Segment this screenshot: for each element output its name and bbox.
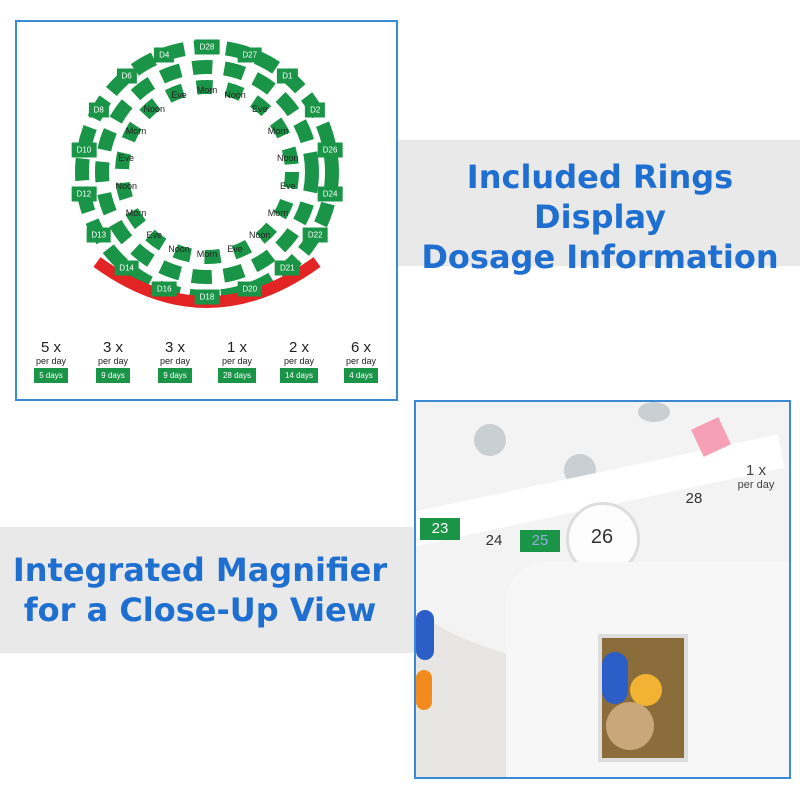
- lid-dot: [638, 402, 670, 422]
- magnifier-headline-line2: for a Close-Up View: [23, 591, 377, 629]
- ring-inner: [115, 80, 299, 264]
- ring-label-five: 5 x per day 5 days: [25, 340, 77, 383]
- day-tag: D4: [154, 47, 175, 63]
- rings-headline-line1: Included Rings Display: [466, 158, 734, 236]
- rings-headline: Included Rings Display Dosage Informatio…: [400, 157, 800, 277]
- rings-headline-line2: Dosage Information: [421, 238, 779, 276]
- ring-second: [95, 60, 319, 284]
- ring-label-three-b: 3 x per day 9 days: [149, 340, 201, 383]
- day-number-23: 23: [420, 518, 460, 540]
- day-tag: D20: [237, 281, 263, 297]
- label-unit: per day: [159, 356, 191, 366]
- label-unit: per day: [221, 356, 253, 366]
- ring-label-six: 6 x per day 4 days: [335, 340, 387, 383]
- label-days: 5 days: [34, 368, 68, 383]
- day-tag: D26: [317, 142, 343, 158]
- day-tag: D14: [114, 260, 139, 276]
- time-tag: Noon: [276, 152, 299, 163]
- day-tag: D21: [275, 260, 300, 276]
- time-tag: Morn: [125, 126, 147, 136]
- label-days: 14 days: [279, 368, 319, 383]
- time-tag: Noon: [115, 181, 137, 192]
- time-tag: Eve: [251, 104, 268, 115]
- day-tag: D6: [116, 68, 137, 84]
- day-tag: D10: [71, 142, 97, 158]
- time-tag: Noon: [168, 244, 190, 255]
- label-unit: per day: [345, 356, 377, 366]
- day-tag: D8: [88, 102, 109, 117]
- time-tag: Eve: [146, 229, 163, 240]
- time-tag: Noon: [143, 104, 166, 115]
- time-tag: Morn: [196, 249, 218, 259]
- day-tag: D22: [302, 227, 328, 242]
- magnifier-headline-line1: Integrated Magnifier: [12, 551, 388, 589]
- label-count: 3 x: [164, 339, 185, 356]
- pill-red: [602, 652, 628, 704]
- ring-label-three-a: 3 x per day 9 days: [87, 340, 139, 383]
- time-tag: Eve: [171, 89, 187, 100]
- day-tag: D28: [194, 39, 220, 55]
- day-tag: D1: [277, 68, 298, 84]
- magnifier-headline: Integrated Magnifier for a Close-Up View: [0, 550, 400, 630]
- day-tag: D13: [86, 227, 112, 242]
- label-unit: per day: [97, 356, 129, 366]
- time-tag: Morn: [196, 85, 218, 95]
- dose-unit: per day: [737, 479, 775, 491]
- time-tag: Eve: [279, 181, 296, 192]
- time-tag: Morn: [267, 208, 289, 218]
- time-tag: Eve: [118, 152, 134, 163]
- label-count: 5 x: [40, 339, 61, 356]
- time-tag: Noon: [248, 229, 271, 240]
- dose-tag: 1 x per day: [726, 462, 786, 491]
- pill-blue: [416, 610, 434, 660]
- label-unit: per day: [35, 356, 67, 366]
- bottom-text-band: [0, 527, 415, 653]
- label-days: 9 days: [158, 368, 192, 383]
- day-number-28: 28: [685, 490, 703, 507]
- label-days: 9 days: [96, 368, 130, 383]
- day-tag: D24: [317, 186, 343, 202]
- day-tag: D16: [151, 281, 177, 297]
- day-tag: D18: [194, 289, 220, 305]
- magnifier-photo: 23 24 25 26 28 1 x per day: [414, 400, 791, 779]
- label-count: 1 x: [226, 339, 247, 356]
- time-tag: Morn: [125, 208, 147, 218]
- day-tag: D12: [71, 186, 97, 202]
- label-count: 2 x: [288, 339, 309, 356]
- day-number-24: 24: [485, 532, 503, 549]
- day-tag: D27: [237, 47, 263, 63]
- ring-label-one: 1 x per day 28 days: [211, 340, 263, 383]
- top-text-band: [397, 140, 800, 266]
- label-days: 28 days: [217, 368, 257, 383]
- time-tag: Morn: [267, 126, 289, 136]
- pill-orange: [416, 670, 432, 710]
- day-number-25: 25: [520, 530, 560, 552]
- time-tag: Eve: [227, 244, 243, 255]
- day-number-26: 26: [590, 526, 614, 548]
- pill-tan: [606, 702, 654, 750]
- label-count: 3 x: [102, 339, 123, 356]
- label-days: 4 days: [344, 368, 378, 383]
- time-tag: Noon: [224, 89, 246, 100]
- label-count: 6 x: [350, 339, 371, 356]
- dose-count: 1 x: [745, 462, 766, 479]
- lid-dot: [474, 424, 506, 456]
- ring-label-two: 2 x per day 14 days: [273, 340, 325, 383]
- pill-yellow: [630, 674, 662, 706]
- day-tag: D2: [305, 102, 326, 117]
- label-unit: per day: [283, 356, 315, 366]
